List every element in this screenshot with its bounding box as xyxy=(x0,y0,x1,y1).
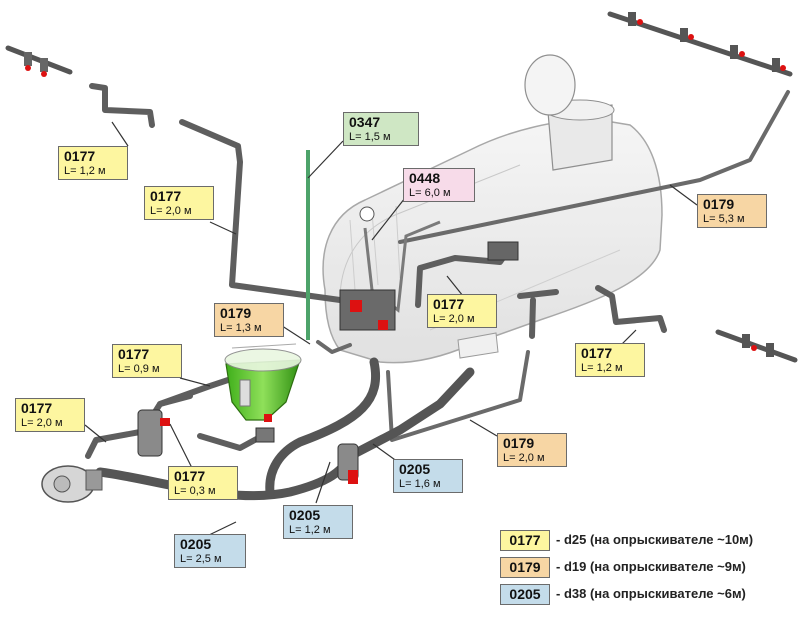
valve-cluster xyxy=(255,414,275,443)
hose-code: 0177 xyxy=(118,346,150,362)
side-valve xyxy=(487,241,519,261)
label-hose-0205-b: 0205 L= 1,2 м xyxy=(283,505,353,539)
hose-0448 xyxy=(363,220,441,313)
hose-code: 0179 xyxy=(703,196,735,212)
label-hose-0177-e: 0177 L= 1,2 м xyxy=(575,343,645,377)
label-hose-0179-b: 0179 L= 1,3 м xyxy=(214,303,284,337)
hose-length: L= 5,3 м xyxy=(703,212,745,225)
label-tube-0347: 0347 L= 1,5 м xyxy=(343,112,419,146)
legend-text: - d25 (на опрыскивателе ~10м) xyxy=(556,532,754,547)
label-hose-0177-g: 0177 L= 0,3 м xyxy=(168,466,238,500)
hose-length: L= 1,5 м xyxy=(349,130,391,143)
legend-key: 0179 xyxy=(500,557,550,578)
label-hose-0179-a: 0179 L= 5,3 м xyxy=(697,194,767,228)
hose-code: 0205 xyxy=(180,536,212,552)
hose-code: 0177 xyxy=(150,188,182,204)
hose-code: 0177 xyxy=(64,148,96,164)
hose-code: 0177 xyxy=(21,400,53,416)
hose-length: L= 0,3 м xyxy=(174,484,216,497)
hose-length: L= 2,0 м xyxy=(150,204,192,217)
hose-length: L= 2,0 м xyxy=(503,451,545,464)
hose-0179 xyxy=(316,90,790,442)
legend-key: 0177 xyxy=(500,530,550,551)
hose-code: 0179 xyxy=(503,435,535,451)
hose-0205 xyxy=(95,357,475,501)
hose-length: L= 1,2 м xyxy=(581,361,623,374)
label-hose-0177-c: 0177 L= 2,0 м xyxy=(427,294,497,328)
hose-length: L= 1,2 м xyxy=(289,523,331,536)
label-hose-0177-d: 0177 L= 0,9 м xyxy=(112,344,182,378)
hose-code: 0177 xyxy=(433,296,465,312)
hose-code: 0177 xyxy=(174,468,206,484)
hose-length: L= 6,0 м xyxy=(409,186,451,199)
label-hose-0205-a: 0205 L= 1,6 м xyxy=(393,459,463,493)
tank-lid xyxy=(524,54,615,171)
boom-right-top xyxy=(607,11,793,77)
hose-code: 0205 xyxy=(399,461,431,477)
pressure-filter xyxy=(337,443,359,484)
hose-length: L= 1,3 м xyxy=(220,321,262,334)
pump xyxy=(41,465,103,503)
mount-bracket xyxy=(457,332,499,359)
boom-right-bottom xyxy=(715,329,798,363)
hose-code: 0347 xyxy=(349,114,381,130)
suction-filter xyxy=(137,409,170,457)
legend-text: - d38 (на опрыскивателе ~6м) xyxy=(556,586,746,601)
hose-length: L= 1,2 м xyxy=(64,164,106,177)
hose-code: 0177 xyxy=(581,345,613,361)
legend-key: 0205 xyxy=(500,584,550,605)
label-hose-0177-a: 0177 L= 1,2 м xyxy=(58,146,128,180)
legend-text: - d19 (на опрыскивателе ~9м) xyxy=(556,559,746,574)
induction-hopper xyxy=(224,343,302,421)
label-hose-0177-b: 0177 L= 2,0 м xyxy=(144,186,214,220)
hose-length: L= 0,9 м xyxy=(118,362,160,375)
hose-length: L= 2,5 м xyxy=(180,552,222,565)
control-valve-block xyxy=(339,206,396,331)
label-hose-0205-c: 0205 L= 2,5 м xyxy=(174,534,246,568)
label-hose-0177-f: 0177 L= 2,0 м xyxy=(15,398,85,432)
boom-left xyxy=(5,45,73,77)
hose-code: 0179 xyxy=(220,305,252,321)
hose-length: L= 2,0 м xyxy=(21,416,63,429)
hose-code: 0205 xyxy=(289,507,321,523)
hose-length: L= 1,6 м xyxy=(399,477,441,490)
label-hose-0448: 0448 L= 6,0 м xyxy=(403,168,475,202)
hose-length: L= 2,0 м xyxy=(433,312,475,325)
hose-code: 0448 xyxy=(409,170,441,186)
label-hose-0179-c: 0179 L= 2,0 м xyxy=(497,433,567,467)
